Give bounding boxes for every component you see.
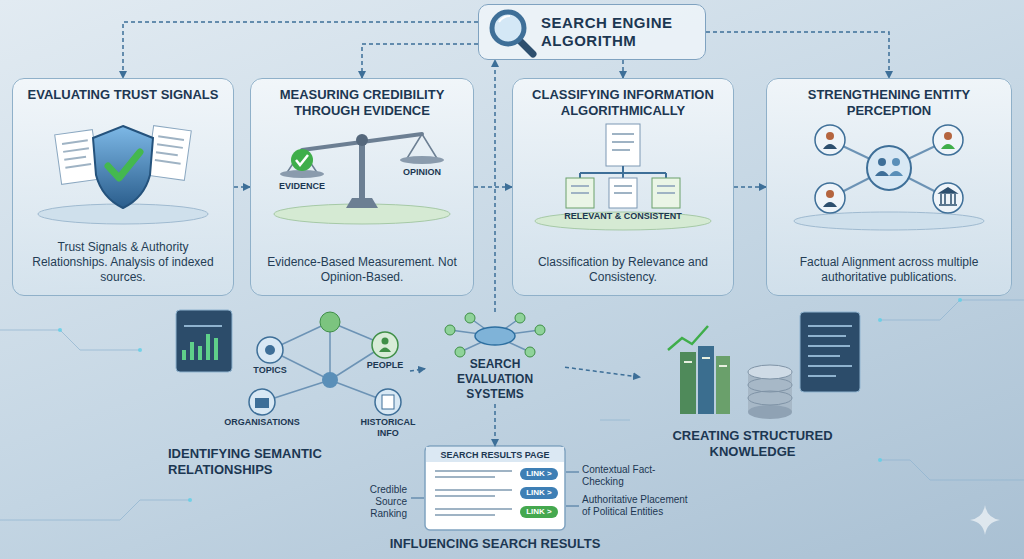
callout-label: Authoritative Placement of Political Ent…	[582, 494, 697, 518]
stage-card: EVALUATING TRUST SIGNALS Trust Signals & …	[12, 78, 234, 296]
connector	[494, 404, 496, 446]
concept-label: HISTORICAL INFO	[358, 417, 418, 439]
stage-card: CLASSIFYING INFORMATION ALGORITHMICALLY C…	[512, 78, 734, 296]
node-heading: SEARCH RESULTS PAGE	[380, 449, 610, 461]
connector	[362, 44, 478, 78]
concept-label: PEOPLE	[355, 360, 415, 371]
scale-label: EVIDENCE	[272, 181, 332, 192]
node-text: Trust Signals & Authority Relationships.…	[21, 240, 225, 285]
stage-card: STRENGTHENING ENTITY PERCEPTION Factual A…	[766, 78, 1012, 296]
connector	[622, 60, 624, 78]
link-button: LINK >	[520, 487, 558, 499]
connector	[565, 367, 640, 377]
node-heading: IDENTIFYING SEMANTIC RELATIONSHIPS	[168, 446, 402, 478]
scale-label: OPINION	[395, 167, 449, 178]
node-heading: STRENGTHENING ENTITY PERCEPTION	[775, 87, 1003, 119]
semantic-group: IDENTIFYING SEMANTIC RELATIONSHIPS	[160, 300, 410, 480]
node-text: Classification by Relevance and Consiste…	[521, 255, 725, 285]
node-heading: CREATING STRUCTURED KNOWLEDGE	[648, 428, 857, 460]
connector	[494, 60, 496, 312]
node-text: INFLUENCING SEARCH RESULTS	[380, 536, 610, 552]
node-text: Factual Alignment across multiple author…	[775, 255, 1003, 285]
node-heading: SEARCH EVALUATION SYSTEMS	[433, 357, 557, 402]
results-page: SEARCH RESULTS PAGE INFLUENCING SEARCH RE…	[380, 446, 610, 552]
concept-label: TOPICS	[240, 365, 300, 376]
connector	[234, 186, 250, 188]
node-heading: EVALUATING TRUST SIGNALS	[21, 87, 225, 103]
knowledge-group: CREATING STRUCTURED KNOWLEDGE	[640, 322, 865, 462]
icon-label: RELEVANT & CONSISTENT	[563, 211, 683, 222]
title-panel: SEARCH ENGINE ALGORITHM	[478, 4, 706, 60]
callout-label: Contextual Fact-Checking	[582, 464, 662, 488]
hub-node: SEARCH EVALUATION SYSTEMS	[425, 312, 565, 404]
node-heading: SEARCH ENGINE ALGORITHM	[541, 14, 697, 50]
node-text: Evidence-Based Measurement. Not Opinion-…	[259, 255, 465, 285]
link-button: LINK >	[520, 468, 558, 480]
connector	[474, 186, 512, 188]
connector	[410, 369, 425, 371]
connector	[706, 32, 889, 78]
connector	[123, 22, 478, 78]
link-button: LINK >	[520, 506, 558, 518]
node-heading: CLASSIFYING INFORMATION ALGORITHMICALLY	[521, 87, 725, 119]
callout-label: Credible Source Ranking	[345, 484, 407, 520]
node-heading: MEASURING CREDIBILITY THROUGH EVIDENCE	[259, 87, 465, 119]
concept-label: ORGANISATIONS	[217, 417, 307, 428]
connector	[734, 186, 766, 188]
